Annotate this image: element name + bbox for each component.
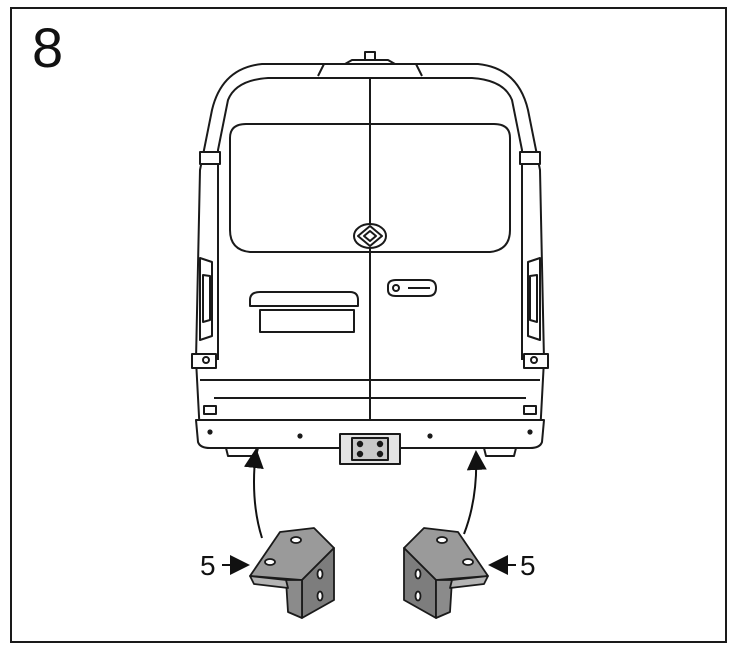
mounting-bracket-icon <box>249 527 335 619</box>
van-rear-icon <box>191 51 549 465</box>
step-number: 8 <box>32 16 64 79</box>
curved-arrow-icon <box>243 448 264 539</box>
door-handle-icon <box>387 279 437 297</box>
mounting-bracket-icon <box>403 527 489 619</box>
callout-right-part: 5 <box>520 550 536 581</box>
tow-hitch-plate-icon <box>339 433 401 465</box>
callout-left-part: 5 <box>200 550 216 581</box>
brand-logo-icon <box>353 223 387 249</box>
curved-arrow-icon <box>463 450 487 535</box>
